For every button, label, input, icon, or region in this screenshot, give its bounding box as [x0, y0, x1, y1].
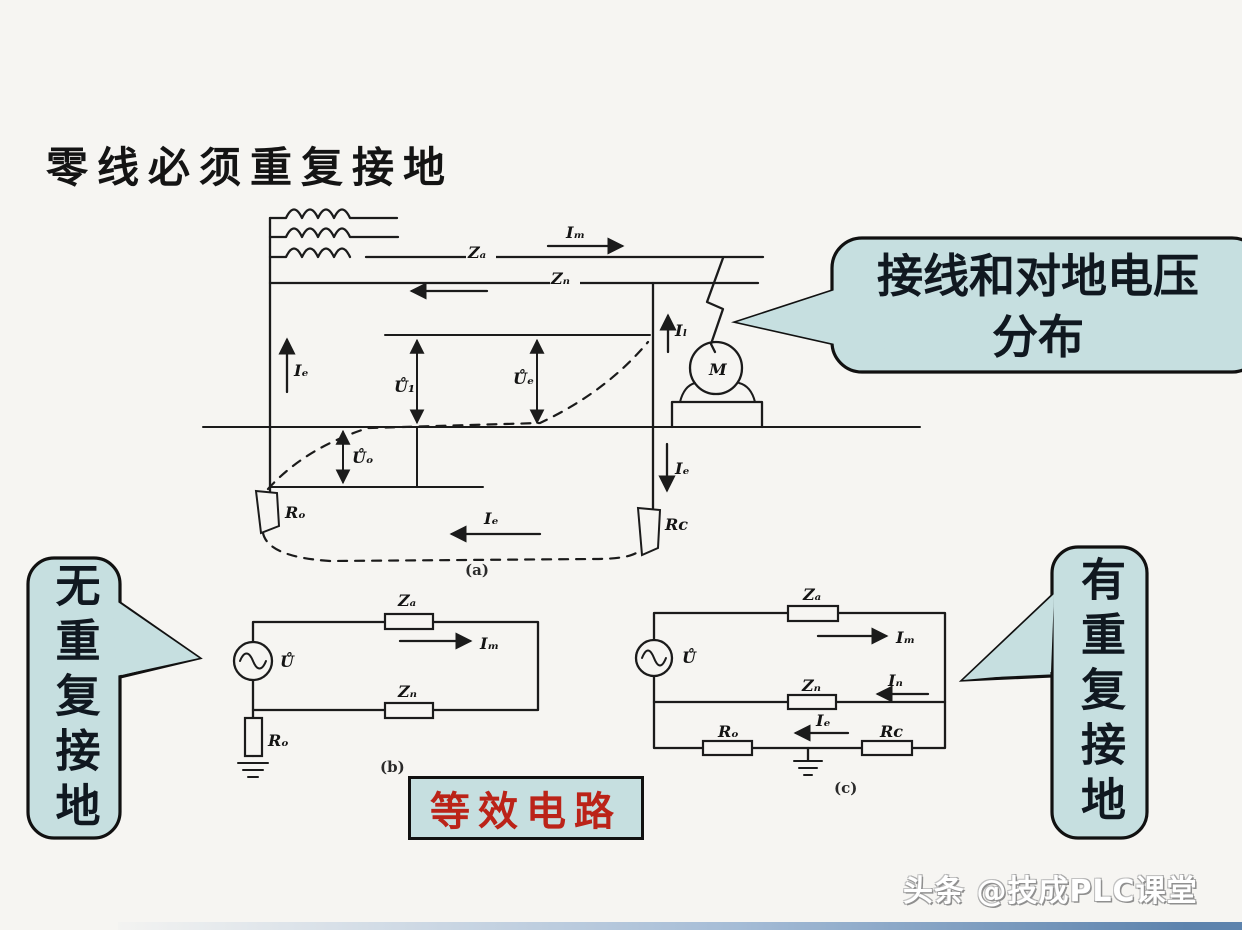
current-im-label: Iₘ: [565, 223, 585, 242]
impedance-zn-c: [786, 693, 838, 711]
current-ie-right-label: Iₑ: [674, 459, 690, 478]
zn-c-label: Zₙ: [801, 676, 821, 695]
motor-pedestal: [670, 382, 764, 429]
callout-top-right-text: 接线和对地电压 分布: [836, 246, 1240, 367]
watermark: 头条 @技成PLC课堂: [903, 874, 1198, 909]
callout-right-label: 有重复接地: [1073, 556, 1126, 831]
phase-impedance-label: Zₐ: [467, 243, 486, 262]
za-c-label: Zₐ: [802, 585, 821, 604]
ro-c-label: Rₒ: [717, 722, 739, 741]
voltage-uo-label: Ůₒ: [352, 446, 373, 467]
equivalent-circuit-label: 等效电路: [430, 788, 622, 835]
impedance-za-b: [383, 612, 435, 631]
diagram-b: Ů Zₐ Iₘ Zₙ Rₒ (b): [232, 591, 540, 778]
equivalent-circuit-box: 等效电路: [408, 776, 644, 840]
ie-c-label: Iₑ: [815, 711, 831, 730]
source-b-label: Ů: [280, 650, 295, 671]
impedance-za-c: [786, 604, 840, 623]
zn-b-label: Zₙ: [397, 682, 417, 701]
impedance-zn-b: [383, 701, 435, 720]
transformer-windings: [268, 208, 400, 259]
fault-zigzag: [705, 256, 725, 354]
resistor-rc-c: [860, 739, 914, 757]
callout-top-right-line1: 接线和对地电压: [877, 249, 1199, 303]
callout-right-text: 有重复接地: [1052, 549, 1147, 838]
callout-right-bubble: [958, 545, 1149, 840]
callout-left-bubble: [26, 556, 203, 840]
neutral-impedance-label: Zₙ: [550, 269, 570, 288]
motor-circle: [688, 340, 744, 396]
callout-top-right-line2: 分布: [992, 309, 1084, 364]
current-ie-bottom-label: Iₑ: [483, 509, 499, 528]
ground-symbol-b: [237, 762, 269, 778]
callout-top-right-bubble: [730, 236, 1242, 374]
diagram-a: Zₐ Zₙ Iₘ Iₗ M Ů₁ Ůₑ: [202, 208, 921, 579]
in-c-label: Iₙ: [887, 671, 903, 690]
voltage-ue-label: Ůₑ: [513, 367, 534, 388]
im-c-label: Iₘ: [895, 628, 915, 647]
loop-c: [652, 611, 947, 750]
diagram-a-caption: (a): [465, 561, 489, 579]
im-b-label: Iₘ: [479, 634, 499, 653]
callout-left-label: 无重复接地: [47, 561, 101, 837]
rc-c-label: Rc: [879, 722, 903, 741]
slide-title: 零线必须重复接地: [46, 143, 455, 192]
earth-current-path-upper: [266, 340, 650, 491]
resistor-ro-b: [243, 716, 264, 758]
earth-electrode-ro: [254, 489, 281, 535]
ro-label: Rₒ: [284, 503, 306, 522]
callout-left-text: 无重复接地: [28, 560, 120, 838]
earth-current-path-lower: [261, 531, 641, 563]
current-ie-left-label: Iₑ: [293, 361, 309, 380]
label-mask: [466, 243, 496, 261]
ro-b-label: Rₒ: [267, 731, 289, 750]
ground-symbol-c: [793, 760, 823, 776]
source-c-label: Ů: [682, 646, 697, 667]
diagram-c: Ů Zₐ Iₘ Zₙ Iₙ Rₒ Rc Iₑ (c): [634, 585, 947, 797]
earth-electrode-rc: [636, 506, 662, 557]
motor-label: M: [708, 360, 728, 379]
loop-b: [251, 620, 540, 712]
current-il-label: Iₗ: [674, 321, 687, 340]
diagram-c-caption: (c): [834, 779, 857, 797]
voltage-u1-label: Ů₁: [394, 375, 415, 396]
label-mask: [550, 269, 580, 287]
bottom-accent-bar: [118, 922, 1242, 930]
resistor-ro-c: [701, 739, 754, 757]
sine-glyph: [641, 649, 667, 667]
rc-label: Rc: [664, 515, 688, 534]
diagram-b-caption: (b): [380, 758, 405, 776]
za-b-label: Zₐ: [397, 591, 416, 610]
sine-glyph: [239, 652, 267, 670]
